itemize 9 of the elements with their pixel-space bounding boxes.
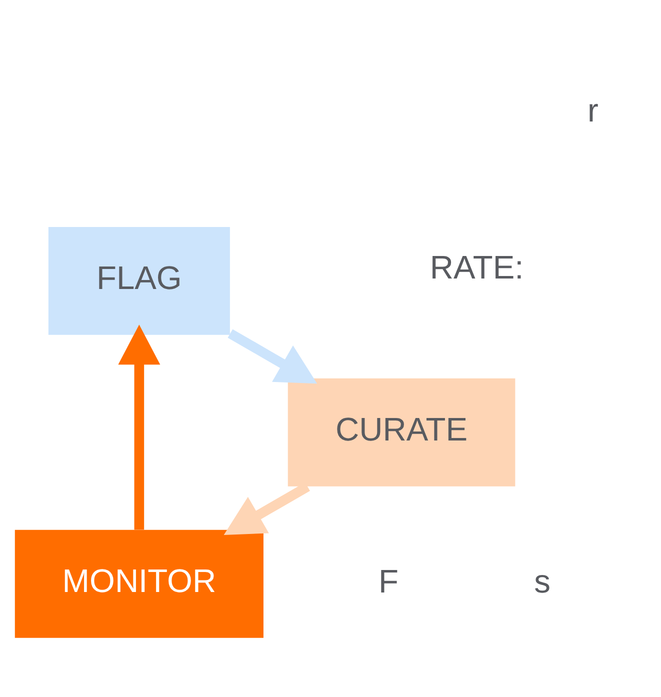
label: F [378, 562, 399, 600]
node-box: MONITOR [14, 529, 264, 638]
arrow [118, 324, 160, 530]
arrow [228, 328, 318, 384]
label: r [588, 91, 598, 128]
label: s [534, 562, 550, 600]
label: RATE: [430, 248, 524, 286]
node-box: FLAG [48, 226, 230, 334]
node-box: CURATE [288, 378, 516, 486]
